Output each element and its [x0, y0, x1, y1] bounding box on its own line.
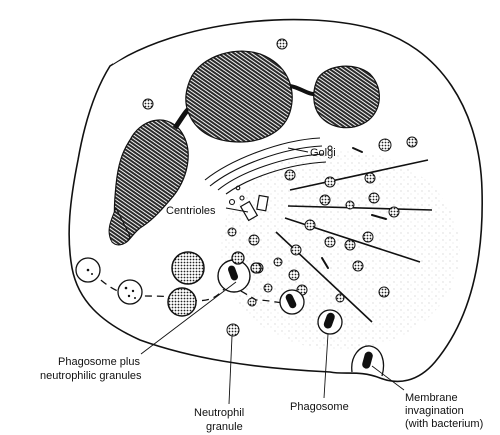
granule	[365, 173, 375, 183]
granule	[227, 324, 239, 336]
label-phagosome-plus-1: Phagosome plus	[58, 356, 140, 368]
granule	[325, 177, 335, 187]
nucleus-lobe-right	[314, 66, 380, 128]
granule	[285, 170, 295, 180]
label-phagosome-plus-2: neutrophilic granules	[40, 370, 142, 382]
granule	[274, 258, 282, 266]
granule	[249, 235, 259, 245]
granule	[363, 232, 373, 242]
granule	[320, 195, 330, 205]
label-membrane-2: invagination	[405, 405, 464, 417]
label-centrioles: Centrioles	[166, 205, 216, 217]
granule	[379, 139, 391, 151]
granule	[336, 294, 344, 302]
granule	[379, 287, 389, 297]
granular-vesicle	[168, 288, 196, 316]
granule	[277, 39, 287, 49]
nucleus-lobe-left	[114, 120, 188, 243]
granule	[291, 245, 301, 255]
granule	[228, 228, 236, 236]
granule	[346, 201, 354, 209]
label-phagosome: Phagosome	[290, 401, 349, 413]
granule	[325, 237, 335, 247]
granule	[345, 240, 355, 250]
nucleus-lobe-center	[186, 51, 292, 142]
granule	[407, 137, 417, 147]
granule	[305, 220, 315, 230]
granule	[264, 284, 272, 292]
granule	[289, 270, 299, 280]
label-membrane-1: Membrane	[405, 392, 458, 404]
granule	[389, 207, 399, 217]
granule	[353, 261, 363, 271]
granular-vesicle	[172, 252, 204, 284]
early-phagosome	[118, 280, 142, 304]
label-neutrophil-1: Neutrophil	[194, 407, 244, 419]
granule	[369, 193, 379, 203]
label-neutrophil-2: granule	[206, 421, 243, 433]
label-membrane-3: (with bacterium)	[405, 418, 483, 430]
granule	[143, 99, 153, 109]
label-golgi: Golgi	[310, 147, 336, 159]
